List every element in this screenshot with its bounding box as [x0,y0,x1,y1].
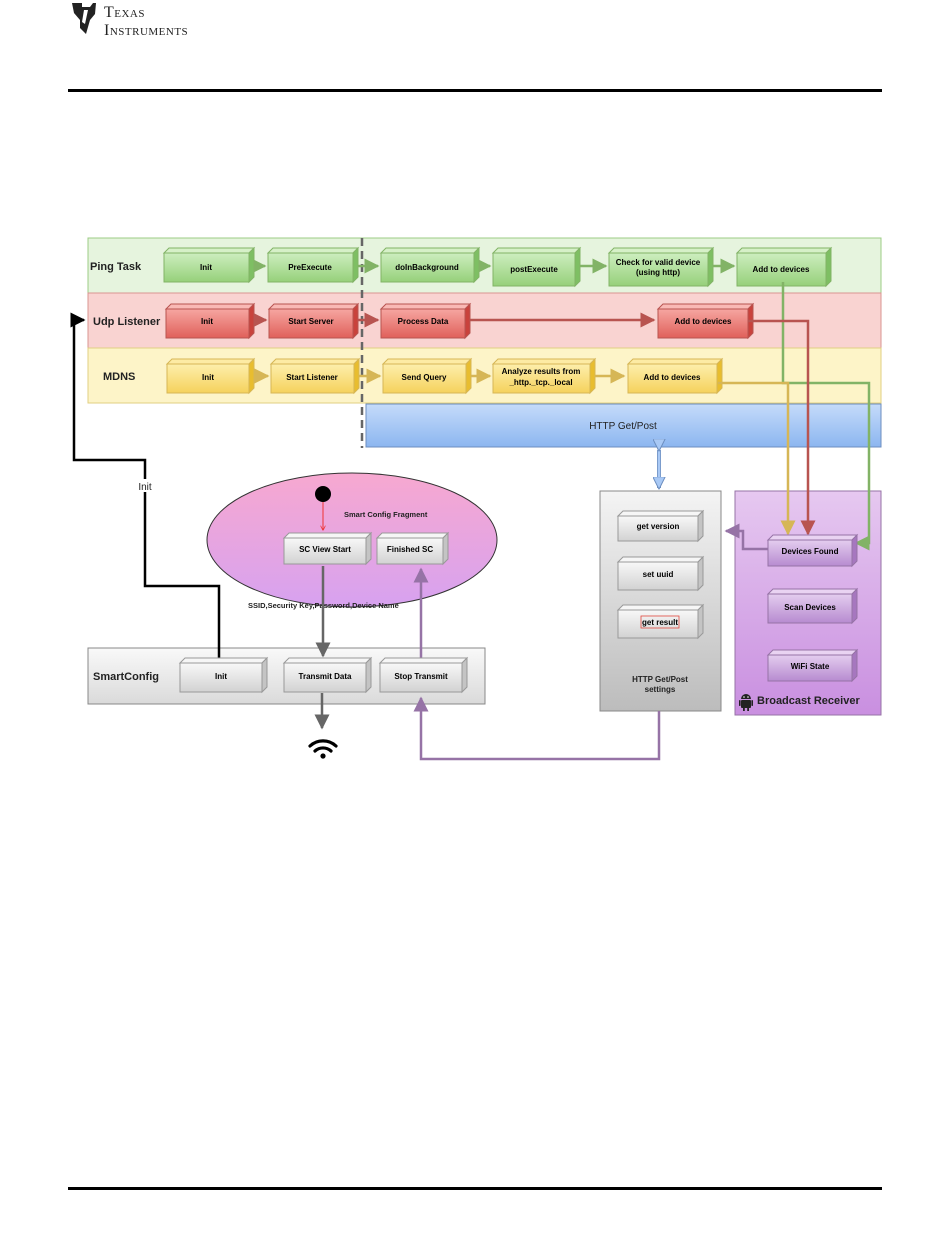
http-settings-items: get version set uuid get result [616,509,705,640]
ti-logo: Texas Instruments [68,0,228,42]
start-node [315,486,331,502]
stop-transmit-label: Stop Transmit [394,672,448,681]
sc-view-start-box[interactable]: SC View Start [282,531,373,566]
http-settings-caption-line2: settings [645,685,676,694]
scan-devices-label: Scan Devices [784,603,836,612]
ping-check-label-line2: (using http) [636,268,680,277]
devices-found-label: Devices Found [782,547,839,556]
init-label-bg [133,479,157,492]
wifi-state-label: WiFi State [791,662,830,671]
ping-doinbackground-box[interactable]: doInBackground [379,246,481,284]
transmit-data-box[interactable]: Transmit Data [282,656,373,694]
http-get-post-label: HTTP Get/Post [589,421,657,432]
mdns-step-boxes: Init Start Listener Send Query Analyze r… [165,357,724,395]
mdns-analyze-results-box[interactable]: Analyze results from _http._tcp._local [491,357,597,395]
logo-line1: Texas [104,4,145,21]
broadcast-items: Devices Found Scan Devices WiFi State [766,533,859,683]
udp-start-server-box[interactable]: Start Server [267,302,360,340]
udp-add-label: Add to devices [675,317,732,326]
mdns-init-box[interactable]: Init [165,357,256,395]
ping-to-devices-found-arrow [781,282,871,551]
ping-postexecute-label: postExecute [510,265,558,274]
logo-line2: Instruments [104,22,189,39]
transmit-data-label: Transmit Data [299,672,352,681]
udp-process-data-label: Process Data [398,317,449,326]
mdns-analyze-label-line2: _http._tcp._local [508,378,572,387]
http-settings-caption-line1: HTTP Get/Post [632,675,688,684]
settings-to-stop-arrow [413,696,661,761]
ping-check-label-line1: Check for valid device [616,258,701,267]
udp-init-box[interactable]: Init [164,302,256,340]
ping-add-to-devices-box[interactable]: Add to devices [735,246,833,288]
mdns-start-listener-box[interactable]: Start Listener [269,357,361,395]
footer-rule [68,1187,882,1190]
ping-preexecute-label: PreExecute [288,263,332,272]
header-rule [68,89,882,92]
mdns-send-query-box[interactable]: Send Query [381,357,473,395]
get-result-label: get result [642,618,678,627]
smartconfig-init-label: Init [215,672,227,681]
http-get-post-bar [365,403,882,448]
mdns-add-label: Add to devices [644,373,701,382]
scan-devices-box[interactable]: Scan Devices [766,587,859,625]
ping-doinbackground-label: doInBackground [395,263,459,272]
devices-found-box[interactable]: Devices Found [766,533,859,568]
mdns-add-to-devices-box[interactable]: Add to devices [626,357,724,395]
set-uuid-box[interactable]: set uuid [616,555,705,592]
mdns-start-listener-label: Start Listener [286,373,338,382]
ping-init-box[interactable]: Init [162,246,256,284]
udp-start-server-label: Start Server [288,317,333,326]
mdns-send-query-label: Send Query [402,373,447,382]
ping-task-title: Ping Task [90,261,142,273]
get-version-label: get version [637,522,680,531]
init-feedback-arrow [70,312,221,661]
mdns-title: MDNS [103,371,135,383]
udp-init-label: Init [201,317,213,326]
get-result-box[interactable]: get result [616,603,705,640]
udp-step-boxes: Init Start Server Process Data Add to de… [164,302,755,340]
ping-add-label: Add to devices [753,265,810,274]
mdns-to-devices-found-arrow [718,381,796,536]
finished-sc-box[interactable]: Finished SC [375,531,450,566]
udp-listener-title: Udp Listener [93,316,161,328]
ti-logo-icon [72,3,96,34]
udp-to-devices-found-arrow [748,319,816,536]
stop-transmit-box[interactable]: Stop Transmit [378,656,469,694]
finished-sc-label: Finished SC [387,545,433,554]
ping-step-boxes: Init PreExecute doInBackground postExecu… [162,246,833,288]
get-result-highlight [640,615,680,629]
ping-preexecute-box[interactable]: PreExecute [266,246,360,284]
udp-process-data-box[interactable]: Process Data [379,302,472,340]
mdns-analyze-label-line1: Analyze results from [502,367,581,376]
smart-config-fragment-title: Smart Config Fragment [344,510,428,519]
init-feedback-label: Init [138,482,152,493]
smartconfig-title: SmartConfig [93,671,159,683]
ping-check-valid-device-box[interactable]: Check for valid device (using http) [607,246,715,288]
ping-postexecute-box[interactable]: postExecute [491,246,582,288]
android-icon [739,694,753,711]
set-uuid-label: set uuid [643,570,674,579]
ping-init-label: Init [200,263,212,272]
ti-logo-wordmark: Texas Instruments [104,4,188,40]
udp-add-to-devices-box[interactable]: Add to devices [656,302,755,340]
sc-view-start-label: SC View Start [299,545,351,554]
get-version-box[interactable]: get version [616,509,705,543]
devices-found-to-settings-arrow [724,523,768,551]
mdns-init-label: Init [202,373,214,382]
wifi-state-box[interactable]: WiFi State [766,648,859,683]
smartconfig-init-box[interactable]: Init [178,656,269,694]
wifi-icon [308,739,338,759]
broadcast-receiver-title: Broadcast Receiver [757,695,860,707]
